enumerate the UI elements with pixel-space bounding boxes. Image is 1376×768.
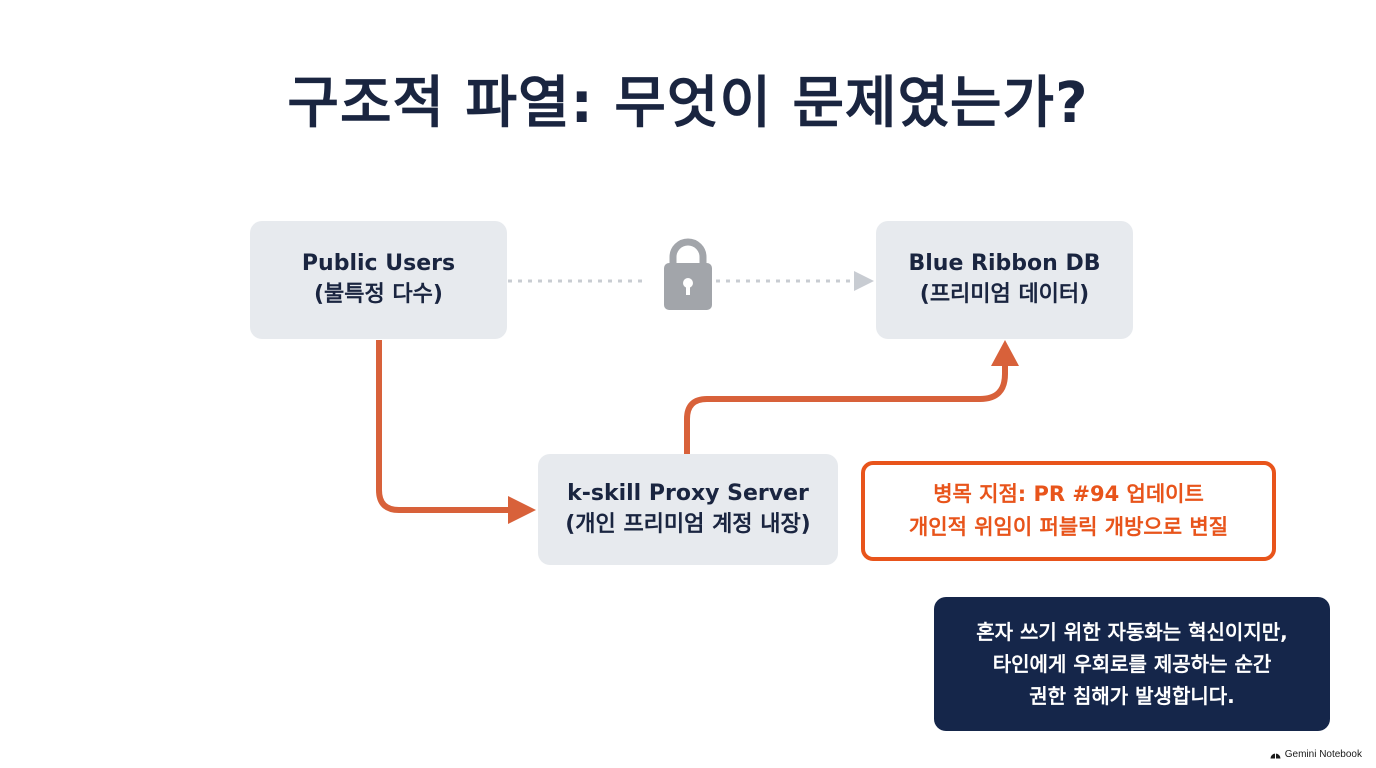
flow-arrow-proxy-to-db: [684, 340, 1019, 454]
summary-callout: 혼자 쓰기 위한 자동화는 혁신이지만, 타인에게 우회로를 제공하는 순간 권…: [934, 597, 1330, 731]
proxy-server-node: k-skill Proxy Server (개인 프리미엄 계정 내장): [538, 454, 838, 565]
notebook-icon: [1270, 753, 1281, 758]
page-title: 구조적 파열: 무엇이 문제였는가?: [287, 71, 1089, 136]
summary-line-1: 혼자 쓰기 위한 자동화는 혁신이지만,: [976, 620, 1288, 644]
blocked-connector: [508, 271, 874, 291]
blue-ribbon-db-node: Blue Ribbon DB (프리미엄 데이터): [876, 221, 1133, 339]
proxy-server-sublabel: (개인 프리미엄 계정 내장): [565, 511, 811, 537]
summary-line-3: 권한 침해가 발생합니다.: [1029, 684, 1235, 708]
summary-line-2: 타인에게 우회로를 제공하는 순간: [992, 652, 1272, 676]
public-users-sublabel: (불특정 다수): [314, 282, 443, 307]
proxy-server-label: k-skill Proxy Server: [567, 480, 809, 506]
lock-icon: [664, 238, 712, 310]
flow-arrow-users-to-proxy: [376, 340, 536, 524]
blue-ribbon-db-sublabel: (프리미엄 데이터): [919, 282, 1090, 307]
public-users-label: Public Users: [301, 251, 456, 277]
blue-ribbon-db-label: Blue Ribbon DB: [908, 251, 1101, 277]
bottleneck-callout: 병목 지점: PR #94 업데이트 개인적 위임이 퍼블릭 개방으로 변질: [861, 461, 1276, 561]
bottleneck-line-2: 개인적 위임이 퍼블릭 개방으로 변질: [908, 515, 1229, 539]
watermark-text: Gemini Notebook: [1284, 749, 1362, 760]
public-users-node: Public Users (불특정 다수): [250, 221, 507, 339]
watermark: Gemini Notebook: [1270, 749, 1362, 760]
bottleneck-line-1: 병목 지점: PR #94 업데이트: [933, 482, 1204, 507]
